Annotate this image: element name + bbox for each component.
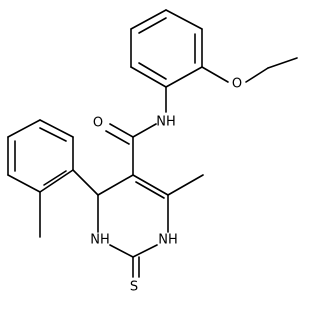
bond xyxy=(267,57,298,69)
aromatic-inner-bond xyxy=(39,127,67,142)
bond xyxy=(132,123,157,138)
ring-nh-right-label: NH xyxy=(158,233,178,248)
bond xyxy=(201,66,229,83)
thione-sulfur-label: S xyxy=(130,280,138,295)
ring-nh-left-label: NH xyxy=(90,233,110,248)
amide-group xyxy=(105,86,167,176)
methyl-bond xyxy=(167,174,204,196)
amide-nh-label: NH xyxy=(156,115,176,130)
structure-svg: NH O O NH NH S xyxy=(7,9,298,295)
aromatic-inner-bond xyxy=(138,17,167,34)
bond xyxy=(7,119,41,138)
bond xyxy=(39,119,74,138)
bond xyxy=(109,244,134,258)
ether-oxygen-label: O xyxy=(232,77,242,92)
bond xyxy=(39,169,74,193)
bond xyxy=(165,9,203,30)
pyrimidine-ring xyxy=(97,174,169,278)
molecule-diagram: NH O O NH NH S xyxy=(7,9,298,295)
bond xyxy=(132,174,169,196)
carbonyl-bond xyxy=(109,123,134,138)
bond xyxy=(245,67,269,83)
carbonyl-bond-2 xyxy=(105,130,130,145)
bond xyxy=(72,169,99,196)
aromatic-inner-bond xyxy=(43,170,67,186)
bond xyxy=(7,174,41,193)
ethoxy-group xyxy=(201,57,298,83)
bond xyxy=(165,66,203,88)
bond xyxy=(130,9,167,30)
atom-labels: NH O O NH NH S xyxy=(90,77,242,295)
aromatic-inner-bond xyxy=(138,62,167,80)
ethoxyphenyl-ring xyxy=(130,9,203,88)
double-bond-inner xyxy=(135,181,165,199)
bond xyxy=(97,174,134,196)
bond xyxy=(132,244,158,258)
tolyl-ring xyxy=(7,119,99,238)
bond xyxy=(130,66,167,88)
carbonyl-oxygen-label: O xyxy=(93,116,103,131)
